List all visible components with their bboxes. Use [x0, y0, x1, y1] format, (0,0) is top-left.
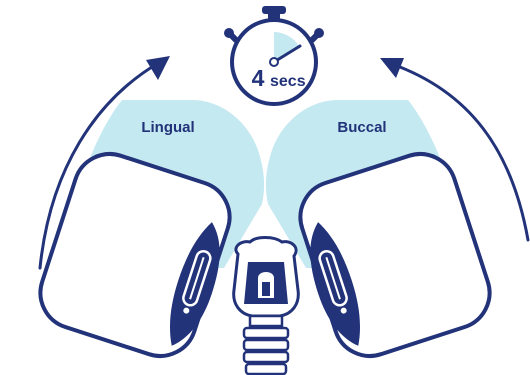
left-curved-arrow-icon: [38, 56, 170, 270]
buccal-label: Buccal: [337, 119, 386, 136]
left-scanner-head-icon: [38, 152, 232, 358]
timer-value: 4: [252, 65, 265, 91]
timer-elapsed-wedge: [274, 32, 299, 62]
right-scanner-head-icon: [298, 152, 492, 358]
timer-unit: secs: [270, 73, 306, 90]
right-curved-arrow-icon: [380, 58, 530, 242]
tooth-crown-icon: [232, 236, 300, 375]
lingual-label: Lingual: [141, 119, 194, 136]
stopwatch-icon: [224, 6, 324, 106]
